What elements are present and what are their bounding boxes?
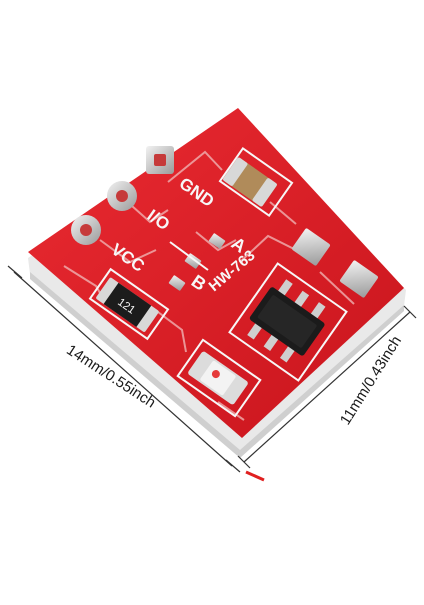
touch-pad-top	[292, 228, 330, 266]
smd-capacitor	[223, 157, 277, 207]
pcb-traces	[63, 150, 355, 421]
red-marker	[245, 470, 265, 482]
header-pads	[71, 146, 174, 245]
silkscreen-outlines	[88, 147, 348, 418]
touch-pad-bottom	[340, 260, 378, 298]
dimension-lines	[7, 265, 417, 473]
touch-ic	[247, 279, 326, 363]
smd-resistor: 121	[96, 277, 159, 332]
height-dimension-line	[243, 311, 411, 463]
width-dimension-line	[13, 271, 233, 467]
smd-led	[188, 351, 248, 405]
